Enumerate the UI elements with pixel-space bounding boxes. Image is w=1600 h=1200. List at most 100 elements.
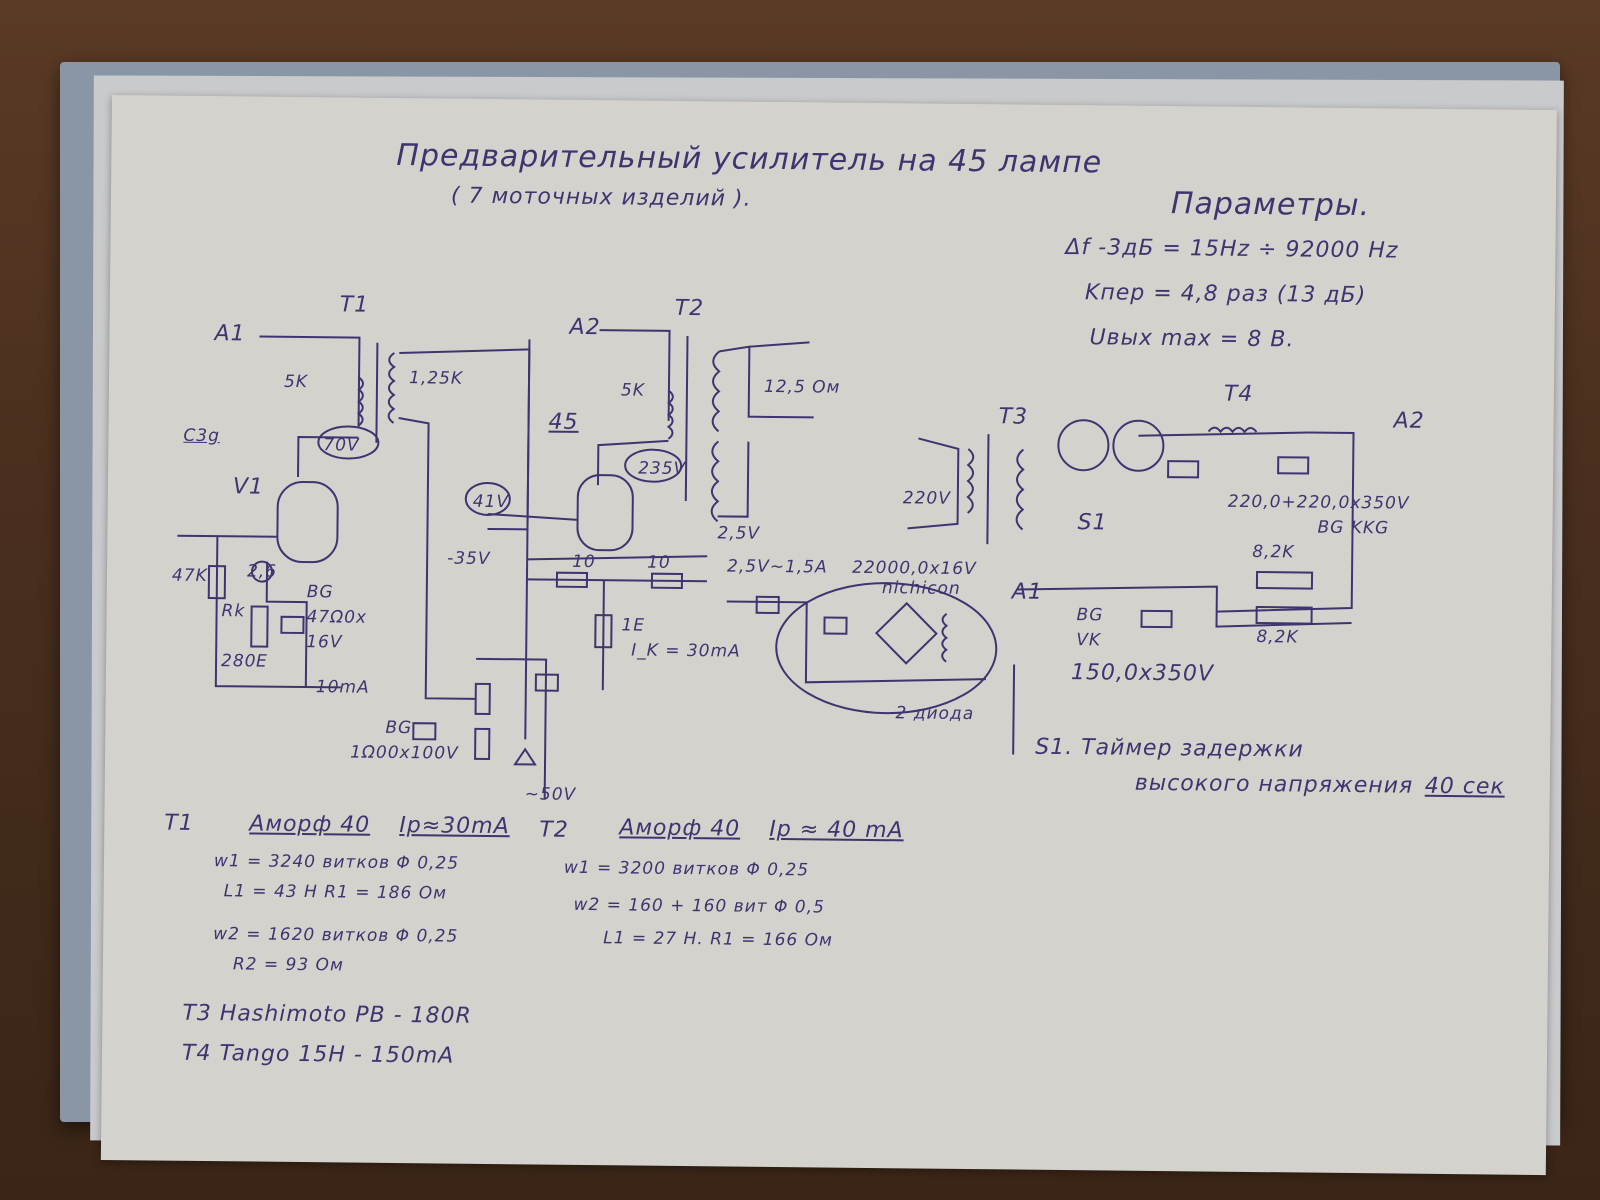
heater-circle-marker: [775, 582, 998, 715]
v1-heater-marker: [251, 560, 274, 583]
label-v1: V1: [232, 474, 265, 500]
label-t4: T4: [1223, 381, 1254, 407]
label-a1-supply: A1: [1011, 579, 1044, 605]
t1-note-ip: Ip≈30mA: [399, 813, 510, 840]
label-e: E: [255, 651, 268, 672]
wire-input: [177, 534, 278, 538]
label-nichicon: nichicon: [881, 578, 961, 599]
r1e-resistor: [594, 614, 613, 649]
wire-v1-anode: [297, 435, 359, 477]
t1-primary-coil: [357, 376, 364, 427]
t2-note-title: T2: [539, 817, 569, 843]
r47k-resistor: [207, 565, 227, 600]
wire-a1: [259, 335, 361, 428]
label-t1: T1: [339, 292, 370, 318]
s1-note-line-2: высокого напряжения: [1134, 770, 1414, 799]
label-r10-b: 10: [647, 552, 671, 573]
heater-cap-b: [823, 616, 848, 635]
label-70v: 70V: [323, 435, 360, 456]
label-2-6: 2,6: [246, 561, 278, 582]
label-t1-125k: 1,25K: [408, 368, 464, 389]
wire-a1-supply: [1016, 585, 1352, 628]
label-t2: T2: [674, 295, 705, 322]
bridge-rectifier: [874, 601, 938, 665]
bias-diode: [513, 747, 537, 766]
t2-secondary-coil-b: [710, 440, 720, 523]
label-a2-mid: A2: [569, 314, 601, 341]
heater-cap-a: [755, 595, 780, 615]
title-line-1: Предварительный усилитель на 45 лампе: [396, 137, 1103, 181]
t4-choke-coil: [1207, 426, 1258, 434]
c470-capacitor: [280, 615, 305, 635]
label-r280: 280: [220, 651, 257, 672]
label-bg-left: BG: [306, 582, 334, 603]
params-uout: Uвых max = 8 В.: [1089, 325, 1295, 353]
wire-cathode-45: [601, 580, 605, 691]
label-t3: T3: [998, 404, 1029, 430]
v1-tube: [276, 481, 339, 564]
label-a1-input: A1: [214, 321, 246, 347]
wire-45-grid: [487, 339, 531, 531]
wire-b-plus-out: [1216, 431, 1355, 613]
s1-note-line-1: S1. Таймер задержки: [1035, 734, 1304, 763]
c1000-capacitor: [412, 722, 437, 741]
wire-grid-feed: [487, 512, 578, 521]
wire-heater-bus: [527, 555, 708, 561]
label-r1e: 1E: [621, 615, 646, 636]
t3-shield-line: [1012, 664, 1016, 755]
label-rk: Rk: [221, 601, 246, 622]
label-bg-bottom: BG: [385, 717, 413, 739]
t2-note-ip: Ip ≈ 40 mA: [769, 816, 904, 844]
label-r82k-b: 8,2K: [1256, 627, 1299, 648]
label-c150: 150,0x350V: [1070, 660, 1215, 687]
bias-pot: [474, 682, 491, 715]
t1-secondary-coil: [387, 352, 396, 424]
t2-primary-coil: [666, 390, 674, 440]
s1-relay-marker: [1057, 419, 1110, 472]
label-16v: 16V: [306, 632, 343, 653]
t3-primary-coil: [966, 448, 975, 514]
label-bg-kkg: BG KKG: [1317, 517, 1390, 539]
rectifier-marker: [1112, 419, 1165, 472]
wire-t2-out-b: [749, 341, 810, 348]
wire-grid-return: [214, 536, 341, 689]
label-diodes: 2 диода: [895, 703, 975, 725]
r10-resistor-a: [555, 571, 589, 589]
t1-note-w2: w2 = 1620 витков Φ 0,25: [213, 924, 459, 947]
t3-secondary-coil: [1015, 448, 1025, 531]
label-minus-50v: ~50V: [524, 784, 577, 805]
label-c220: 220,0+220,0x350V: [1227, 491, 1410, 514]
label-c3g: C3g: [183, 425, 221, 447]
t1-note-r2: R2 = 93 Ом: [232, 954, 344, 976]
label-t1-5k: 5K: [283, 371, 309, 393]
t2-secondary-coil-a: [711, 350, 721, 433]
wire-45-anode: [596, 439, 669, 486]
label-c22000: 22000,0x16V: [851, 557, 977, 580]
wire-a2: [599, 329, 671, 421]
t2-note-w1: w1 = 3200 витков Φ 0,25: [563, 857, 810, 881]
t2-note-core: Аморф 40: [619, 815, 741, 842]
label-10ma: 10mA: [315, 677, 370, 698]
label-t2-125ohm: 12,5 Ом: [763, 376, 841, 398]
bias-capacitor: [534, 673, 559, 692]
bias-resistor: [474, 727, 491, 760]
wire-t2-out-c: [717, 441, 750, 518]
label-a2-output: A2: [1393, 408, 1425, 434]
schematic-sheet: Предварительный усилитель на 45 лампе ( …: [100, 95, 1557, 1176]
wire-t3-input: [907, 437, 960, 530]
s1-note-time: 40 сек: [1424, 773, 1505, 800]
r82k-resistor-a: [1255, 571, 1314, 590]
t1-note-title: T1: [164, 810, 194, 836]
label-r47k: 47K: [171, 565, 208, 587]
label-c470: 47Ω0x: [306, 607, 368, 628]
label-minus-35v: -35V: [447, 548, 491, 569]
label-heater: 2,5V~1,5A: [726, 556, 828, 578]
params-heading: Параметры.: [1170, 186, 1371, 224]
wire-b-plus: [1138, 431, 1309, 437]
label-235v: 235V: [638, 458, 687, 480]
wire-t2-out-a: [719, 345, 814, 419]
r10-resistor-b: [650, 572, 684, 590]
t2-core: [684, 336, 689, 502]
title-line-2: ( 7 моточных изделий ).: [450, 183, 752, 212]
params-gain: Kпер = 4,8 раз (13 дБ): [1084, 280, 1367, 309]
